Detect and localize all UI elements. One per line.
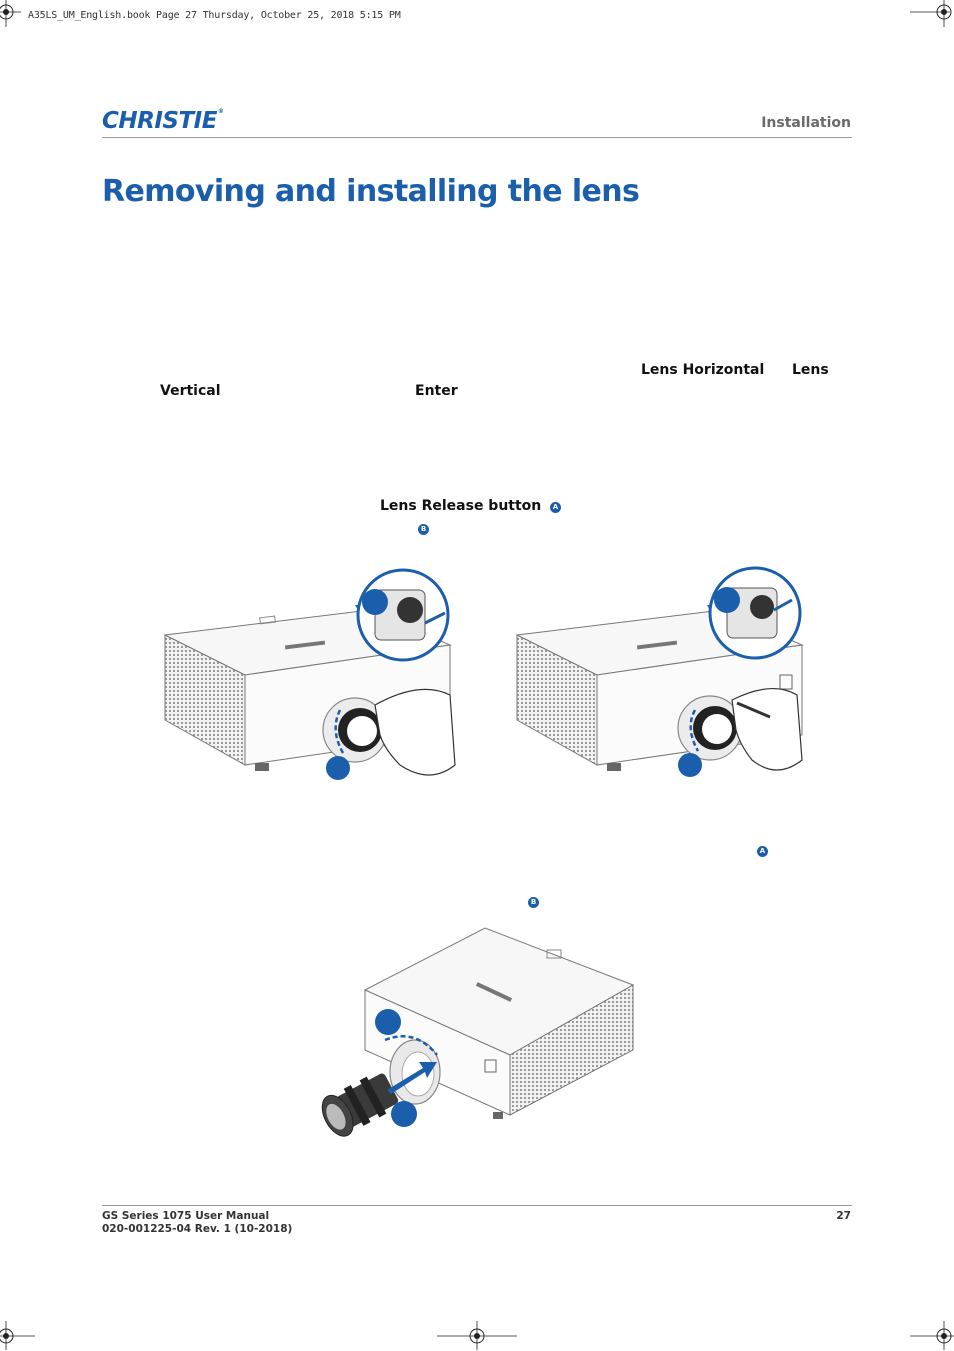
- registration-mark-icon-bottom-right: [910, 1321, 954, 1350]
- section-label: Installation: [761, 115, 851, 131]
- projector-illustration-install: [321, 927, 635, 1137]
- brand-mark: ®: [217, 108, 224, 115]
- term-lens: Lens: [792, 362, 829, 378]
- page-title: Removing and installing the lens: [102, 174, 640, 209]
- registration-mark-icon-bottom-left: [0, 1321, 35, 1350]
- callout-badge-a: A: [550, 502, 561, 513]
- term-vertical: Vertical: [160, 383, 221, 399]
- footer-page-number: 27: [836, 1210, 851, 1222]
- term-enter: Enter: [415, 383, 458, 399]
- footer-rule: [102, 1205, 852, 1206]
- callout-badge-b: B: [418, 524, 429, 535]
- registration-mark-icon-bottom-center: [437, 1321, 517, 1350]
- term-lens-release-button: Lens Release button: [380, 498, 542, 514]
- registration-mark-icon-top-left: [0, 0, 21, 27]
- registration-mark-icon-top-right: [910, 0, 952, 27]
- header-rule: [102, 137, 852, 138]
- print-header: A35LS_UM_English.book Page 27 Thursday, …: [28, 10, 401, 21]
- term-lens-horizontal: Lens Horizontal: [641, 362, 765, 378]
- footer-manual: GS Series 1075 User Manual: [102, 1210, 270, 1222]
- projector-illustration-remove-right: [515, 566, 804, 777]
- projector-illustration-remove-left: [163, 568, 456, 780]
- brand-name: CHRISTIE: [102, 108, 217, 134]
- callout-badge-b-2: B: [528, 897, 539, 908]
- footer-doc-number: 020-001225-04 Rev. 1 (10-2018): [102, 1223, 293, 1235]
- christie-logo: CHRISTIE®: [102, 108, 224, 134]
- callout-badge-a-2: A: [757, 846, 768, 857]
